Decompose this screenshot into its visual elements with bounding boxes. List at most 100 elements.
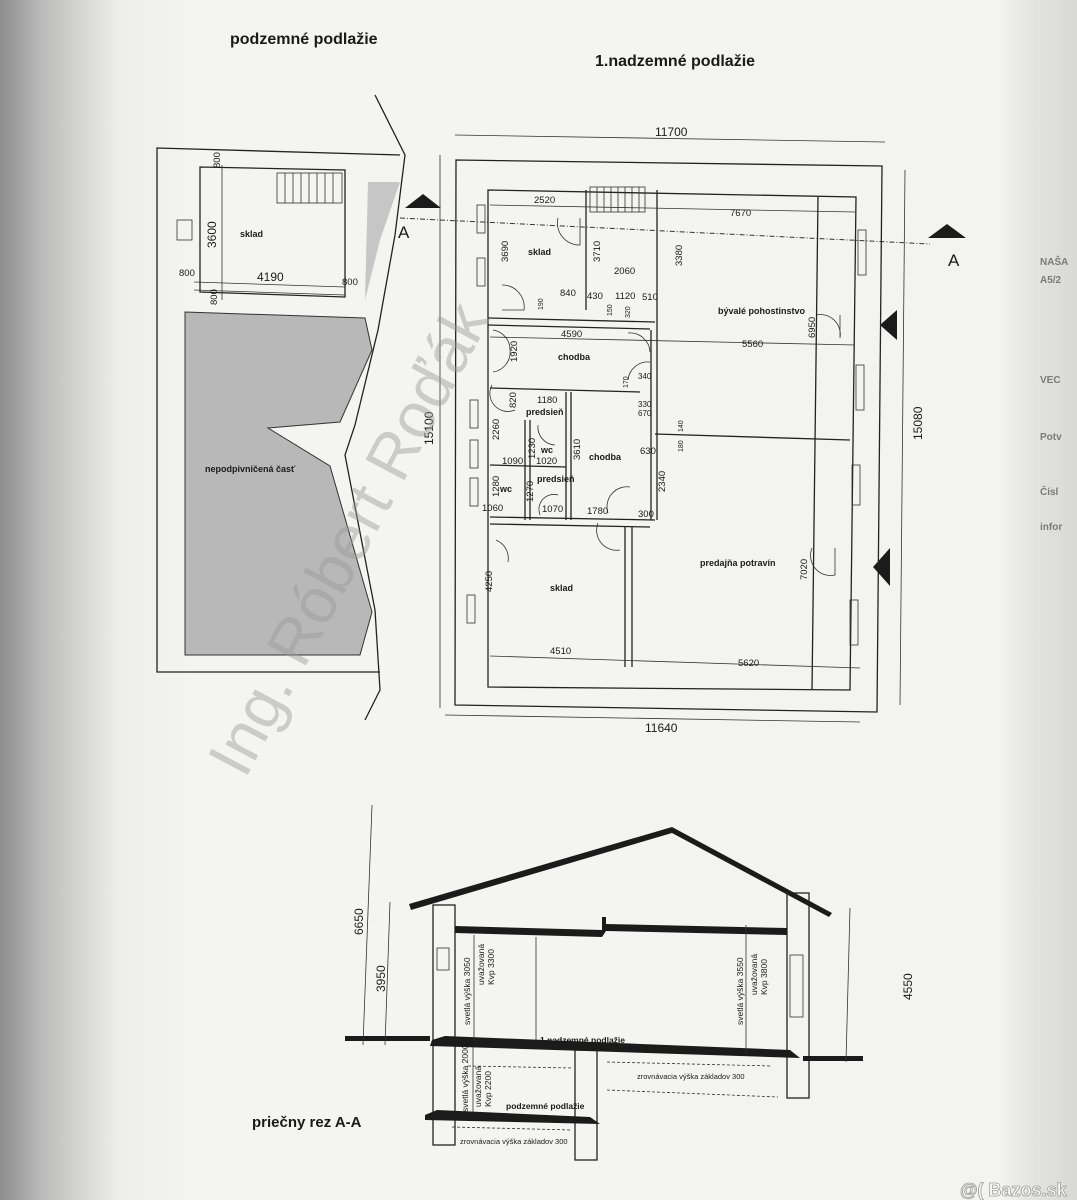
interior-walls xyxy=(487,190,851,691)
foundation-label: zrovnávacia výška základov 300 xyxy=(637,1072,745,1081)
stair-treads xyxy=(284,173,334,203)
clear-height-left: svetlá výška 3050 xyxy=(462,957,472,1025)
dim-label: 1120 xyxy=(615,291,635,302)
overall-dim-left: 15100 xyxy=(422,411,436,445)
ground-floor-label: 1.nadzemné podlažie xyxy=(540,1035,625,1045)
room-label: sklad xyxy=(240,229,263,239)
dimension-lines xyxy=(439,134,906,723)
considered-right: uvažovaná xyxy=(749,954,759,995)
break-line xyxy=(344,94,406,721)
dim-label: 4190 xyxy=(257,270,284,284)
dim-label: 2340 xyxy=(657,471,668,492)
section-line xyxy=(399,217,931,245)
ceiling-right xyxy=(602,917,787,937)
roof xyxy=(409,827,832,917)
considered-left: uvažovaná xyxy=(476,944,486,985)
ground-line-left xyxy=(345,1036,430,1041)
dim-label: 1060 xyxy=(482,503,503,514)
dim-label: 300 xyxy=(638,509,654,520)
overall-dim-right: 15080 xyxy=(911,406,925,440)
dim-label: 2260 xyxy=(491,419,502,440)
dashed-line xyxy=(467,1065,574,1069)
section-mark: A xyxy=(948,251,960,270)
right-wall xyxy=(786,892,810,1099)
section-arrow-icon xyxy=(405,194,441,208)
dim-label: 170 xyxy=(623,376,630,388)
dim-line xyxy=(193,281,346,288)
edge-text: Potv xyxy=(1040,432,1062,443)
entrance-arrow-icon xyxy=(880,310,897,340)
kvp-basement: Kvp 2200 xyxy=(483,1071,493,1107)
window-icon xyxy=(789,954,804,1018)
room-label: sklad xyxy=(550,583,573,593)
dim-label: 800 xyxy=(179,268,195,279)
dim-label: 1070 xyxy=(542,504,563,515)
dim-label: 3380 xyxy=(674,245,685,266)
bazos-logo: @( Bazos.sk xyxy=(960,1180,1068,1200)
edge-text: VEC xyxy=(1040,375,1061,386)
outer-wall xyxy=(454,159,883,713)
dim-label: 4590 xyxy=(561,329,582,340)
considered-basement: uvažovaná xyxy=(473,1066,483,1107)
dim-label: 3710 xyxy=(592,241,603,262)
edge-text: Čísl xyxy=(1040,485,1059,498)
stairs-icon xyxy=(276,172,343,204)
dim-label: 5620 xyxy=(738,658,759,669)
section-marker-left: A xyxy=(398,194,931,245)
dim-label: 4250 xyxy=(484,571,495,592)
ground-floor-title: 1.nadzemné podlažie xyxy=(595,53,755,70)
dim-label: 3600 xyxy=(205,221,219,248)
kvp-left: Kvp 3300 xyxy=(486,949,496,985)
section-mark: A xyxy=(398,223,410,242)
height-left: 3950 xyxy=(374,965,388,992)
dim-label: 190 xyxy=(538,298,545,310)
section-title: priečny rez A-A xyxy=(252,1114,362,1131)
height-dim-line xyxy=(384,901,391,1046)
dim-label: 1280 xyxy=(491,476,502,497)
edge-text: NAŠA xyxy=(1040,255,1068,268)
dim-label: 7670 xyxy=(730,208,751,219)
basement-label: podzemné podlažie xyxy=(506,1101,585,1111)
stairs-icon xyxy=(589,186,646,213)
door-swings xyxy=(489,217,841,576)
dim-label: 1780 xyxy=(587,506,608,517)
ceiling-left xyxy=(455,926,602,937)
room-label: sklad xyxy=(528,247,551,257)
inner-wall xyxy=(487,189,857,691)
dim-label: 1090 xyxy=(502,456,523,467)
dim-label: 630 xyxy=(640,446,656,457)
clear-height-right: svetlá výška 3550 xyxy=(735,957,745,1025)
dim-line xyxy=(193,289,346,296)
section-arrow-icon xyxy=(928,224,966,238)
adjacent-page-fragments: NAŠA A5/2 VEC Potv Čísl infor xyxy=(1040,255,1068,533)
room-label: nepodpivničená časť xyxy=(205,464,296,474)
room-label: chodba xyxy=(558,352,591,362)
section-marker-right: A xyxy=(928,224,966,270)
dim-label: 150 xyxy=(607,304,614,316)
shaded-strip xyxy=(365,182,400,300)
ground-floor-plan: 11700 11640 15100 15080 sklad bývalé poh… xyxy=(422,125,925,735)
dim-label: 670 xyxy=(638,409,652,418)
dim-label: 1920 xyxy=(509,341,520,362)
window-icon xyxy=(176,219,193,241)
ground-line-right xyxy=(803,1056,863,1061)
room-label: chodba xyxy=(589,452,622,462)
edge-text: A5/2 xyxy=(1040,275,1062,286)
dim-label: 820 xyxy=(508,392,519,408)
entrance-arrow-icon xyxy=(873,548,890,586)
dim-label: 1230 xyxy=(527,438,538,459)
room-label: bývalé pohostinstvo xyxy=(718,306,806,316)
dim-label: 5560 xyxy=(742,339,763,350)
cross-section: 6650 3950 4550 svetlá výška 3050 uvažova… xyxy=(252,804,915,1161)
basement-plan: sklad nepodpivničená časť 800 3600 800 4… xyxy=(156,94,406,721)
dim-label: 800 xyxy=(212,152,223,168)
room-label: wc xyxy=(540,445,553,455)
height-dim-line xyxy=(845,907,851,1063)
dim-label: 1020 xyxy=(536,456,557,467)
room-label: wc xyxy=(499,484,512,494)
dim-label: 3690 xyxy=(500,241,511,262)
dim-label: 140 xyxy=(678,420,685,432)
kvp-right: Kvp 3800 xyxy=(759,959,769,995)
